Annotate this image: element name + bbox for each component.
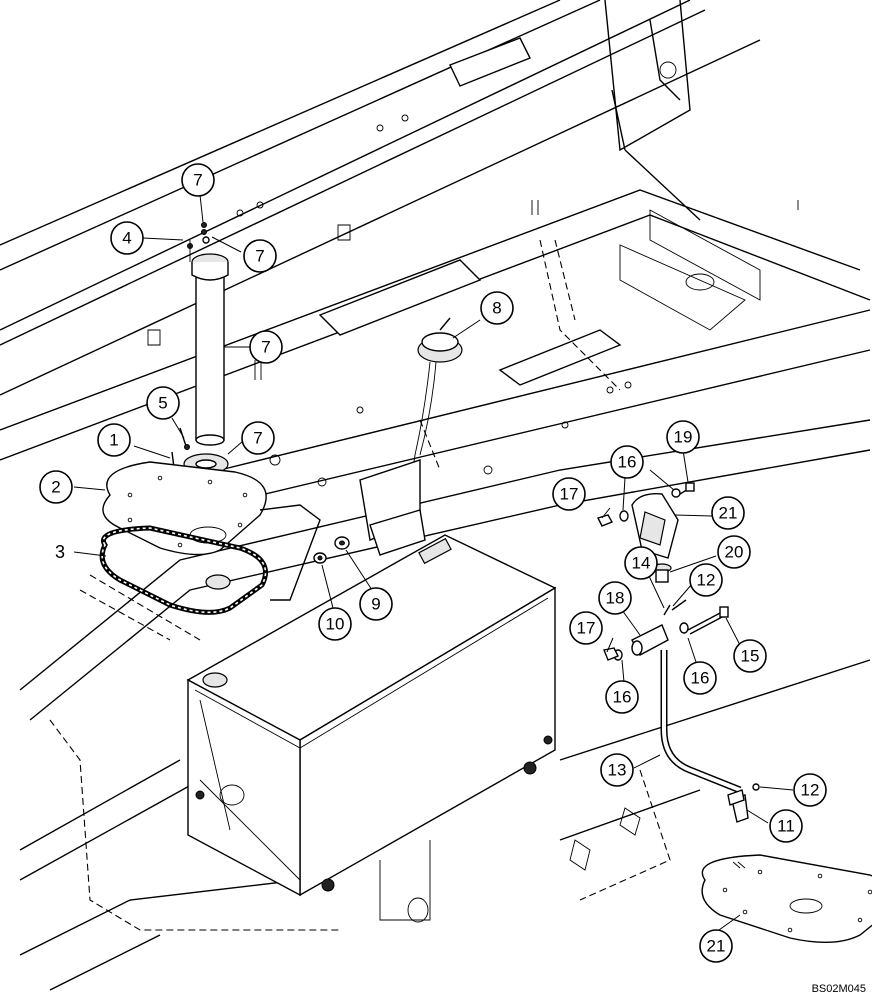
fuel-tank [186,534,557,897]
svg-text:7: 7 [253,429,262,448]
filler-neck-bracket [259,459,426,601]
svg-text:4: 4 [122,229,131,248]
svg-text:20: 20 [725,543,744,562]
callout-12-lower: 12 [793,773,827,807]
leader-lines [73,194,794,931]
svg-text:8: 8 [492,299,501,318]
svg-text:12: 12 [801,781,820,800]
callout-2: 2 [39,470,73,504]
callout-3: 3 [55,542,65,562]
callout-16-left: 16 [605,680,639,714]
callout-14: 14 [624,546,658,580]
svg-text:5: 5 [158,394,167,413]
svg-text:12: 12 [697,571,716,590]
callout-1: 1 [97,423,131,457]
fuel-cap [399,317,463,516]
svg-text:17: 17 [577,619,596,638]
callout-16-upper: 16 [610,445,644,479]
drawing-reference-id: BS02M045 [812,983,866,995]
svg-text:21: 21 [707,937,726,956]
svg-text:17: 17 [560,485,579,504]
callout-5: 5 [146,386,180,420]
callout-9: 9 [359,587,393,621]
callout-7-upper-right: 7 [243,239,277,273]
svg-text:7: 7 [255,247,264,266]
svg-text:7: 7 [193,171,202,190]
svg-text:13: 13 [608,761,627,780]
callout-13: 13 [600,753,634,787]
callout-4: 4 [110,221,144,255]
callout-12-upper: 12 [689,563,723,597]
svg-text:15: 15 [741,647,760,666]
callout-19: 19 [666,420,700,454]
callout-21-upper: 21 [711,496,745,530]
callout-10: 10 [318,607,352,641]
svg-text:9: 9 [371,595,380,614]
callout-17-lower: 17 [569,611,603,645]
svg-text:3: 3 [55,542,65,562]
callout-20: 20 [717,535,751,569]
callout-21-lower: 21 [699,929,733,963]
svg-text:16: 16 [618,453,637,472]
mounting-hardware [597,482,872,944]
callout-15: 15 [733,639,767,673]
svg-text:2: 2 [51,478,60,497]
svg-text:21: 21 [719,504,738,523]
svg-text:18: 18 [606,589,625,608]
fuel-sender-assembly [171,222,229,475]
callout-11: 11 [769,809,803,843]
svg-text:16: 16 [613,688,632,707]
svg-text:1: 1 [109,431,118,450]
svg-text:16: 16 [691,669,710,688]
svg-text:7: 7 [261,338,270,357]
svg-text:19: 19 [674,428,693,447]
callout-8: 8 [480,291,514,325]
callout-7-gasket: 7 [241,421,275,455]
callout-18: 18 [598,581,632,615]
callout-16-right: 16 [683,661,717,695]
callout-7-tube: 7 [249,330,283,364]
cover-plate [102,461,267,556]
callout-7-top: 7 [181,163,215,197]
svg-text:10: 10 [326,615,345,634]
svg-text:11: 11 [777,817,795,836]
callout-17-upper: 17 [552,477,586,511]
svg-text:14: 14 [632,554,651,573]
gasket-seal [99,525,268,615]
